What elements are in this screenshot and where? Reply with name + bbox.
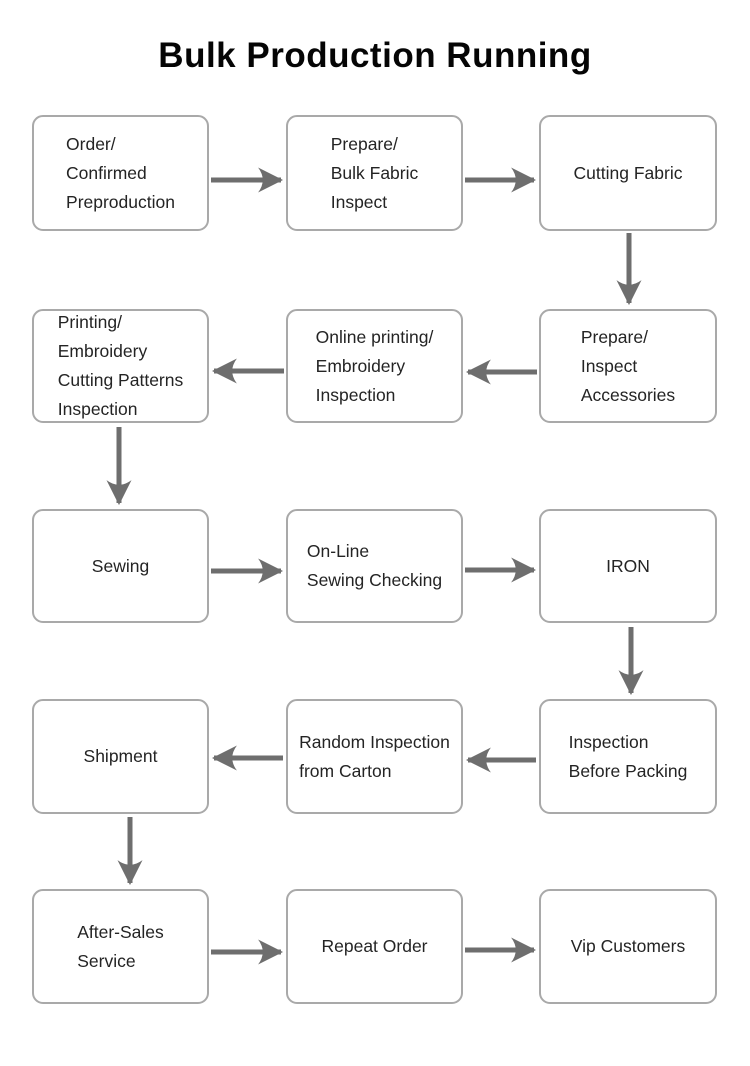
flow-step-cutting-fabric: Cutting Fabric xyxy=(539,115,717,231)
flow-step-inspection-before-packing: Inspection Before Packing xyxy=(539,699,717,814)
flow-step-after-sales-service: After-Sales Service xyxy=(32,889,209,1004)
flow-step-repeat-order: Repeat Order xyxy=(286,889,463,1004)
flow-step-label: Vip Customers xyxy=(570,936,686,956)
flow-step-label: Printing/ Embroidery Cutting Patterns In… xyxy=(57,312,184,419)
flow-step-label: Prepare/ Inspect Accessories xyxy=(580,326,676,405)
flow-step-label: Shipment xyxy=(83,746,158,766)
flow-step-prepare-inspect-accessories: Prepare/ Inspect Accessories xyxy=(539,309,717,423)
flow-step-label: IRON xyxy=(606,555,650,576)
flow-step-label: Sewing xyxy=(91,555,150,576)
flow-step-label: After-Sales Service xyxy=(77,921,164,971)
flow-step-random-inspection-from-carton: Random Inspection from Carton xyxy=(286,699,463,814)
flow-step-label: Cutting Fabric xyxy=(573,162,683,183)
flow-step-prepare-bulk-fabric-inspect: Prepare/ Bulk Fabric Inspect xyxy=(286,115,463,231)
flow-step-online-printing-embroidery-inspection: Online printing/ Embroidery Inspection xyxy=(286,309,463,423)
flow-step-label: Repeat Order xyxy=(321,936,428,956)
flow-step-printing-embroidery-cutting-patterns-inspection: Printing/ Embroidery Cutting Patterns In… xyxy=(32,309,209,423)
flow-step-shipment: Shipment xyxy=(32,699,209,814)
flow-step-order-confirmed-preproduction: Order/ Confirmed Preproduction xyxy=(32,115,209,231)
flow-step-label: Online printing/ Embroidery Inspection xyxy=(315,326,434,405)
flow-step-label: Prepare/ Bulk Fabric Inspect xyxy=(330,133,419,212)
page-title: Bulk Production Running xyxy=(158,36,592,75)
flow-step-label: Order/ Confirmed Preproduction xyxy=(66,133,175,212)
flow-step-on-line-sewing-checking: On-Line Sewing Checking xyxy=(286,509,463,623)
flow-step-label: Inspection Before Packing xyxy=(568,731,688,781)
flow-step-sewing: Sewing xyxy=(32,509,209,623)
flow-step-label: On-Line Sewing Checking xyxy=(306,541,443,590)
flow-step-iron: IRON xyxy=(539,509,717,623)
flow-step-vip-customers: Vip Customers xyxy=(539,889,717,1004)
flow-step-label: Random Inspection from Carton xyxy=(299,731,450,781)
